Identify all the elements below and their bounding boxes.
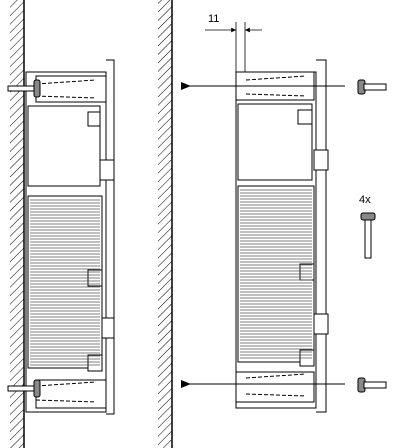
screw-icon [360, 212, 376, 259]
dimension-label: 11 [208, 13, 219, 25]
right-heatsink-fins [240, 189, 312, 359]
right-module [235, 59, 329, 413]
screw-icon [357, 377, 387, 393]
right-wall [158, 0, 173, 448]
left-module [25, 59, 115, 415]
screw-icon [7, 379, 41, 398]
screw-icon [357, 79, 387, 95]
screw-icon [7, 79, 41, 98]
gap-dimension: 11 [205, 13, 262, 72]
screw-quantity: 4x [359, 194, 371, 206]
left-heatsink-fins [30, 199, 100, 366]
left-wall [10, 0, 25, 448]
